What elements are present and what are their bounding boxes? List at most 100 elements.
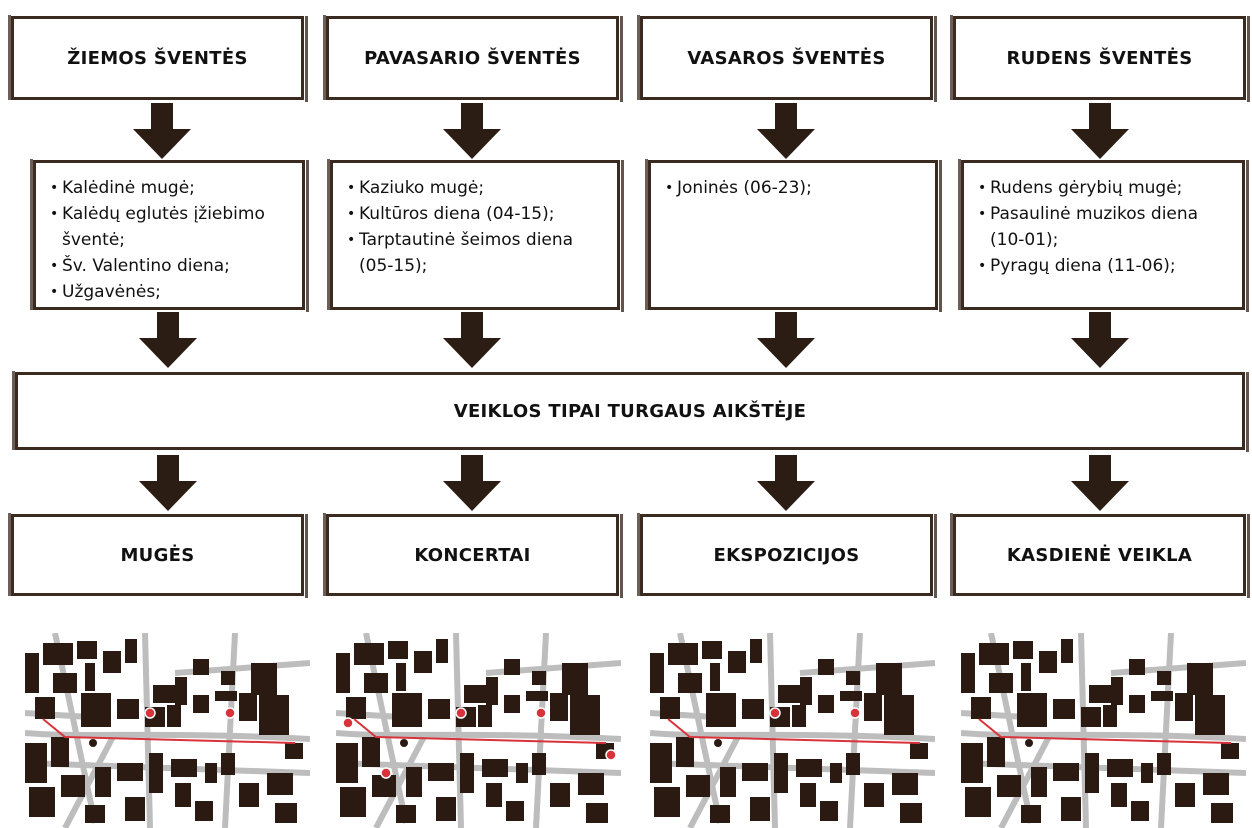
building-block <box>205 763 217 783</box>
building-block <box>997 775 1021 797</box>
building-block <box>562 663 588 695</box>
holiday-list-summer: Joninės (06-23); <box>645 159 942 312</box>
street-line <box>998 731 1054 828</box>
building-block <box>750 797 770 821</box>
event-zone-outline <box>42 718 296 744</box>
no-entry-sign-icon <box>342 717 354 729</box>
list-item: Šv. Valentino diena; <box>50 253 292 279</box>
building-block <box>221 753 235 775</box>
activity-label: KONCERTAI <box>414 544 531 566</box>
street-line <box>222 633 238 828</box>
building-block <box>516 763 528 783</box>
season-title: VASAROS ŠVENTĖS <box>687 47 886 69</box>
holiday-list-autumn: Rudens gėrybių mugė; Pasaulinė muzikos d… <box>958 159 1249 312</box>
building-block <box>578 773 604 795</box>
season-header-spring: PAVASARIO ŠVENTĖS <box>323 15 623 102</box>
building-block <box>506 801 524 821</box>
building-block <box>1039 651 1057 673</box>
building-block <box>820 801 838 821</box>
building-block <box>85 663 95 691</box>
no-entry-sign-icon <box>144 707 156 719</box>
activity-box-koncertai: KONCERTAI <box>323 513 623 598</box>
building-block <box>175 677 187 705</box>
building-block <box>193 695 209 713</box>
building-block <box>818 659 834 675</box>
building-block <box>346 697 366 719</box>
building-block <box>1141 763 1153 783</box>
list-item: Tarptautinė šeimos diena (05-15); <box>347 227 607 279</box>
building-block <box>702 641 722 659</box>
down-arrow-icon <box>1071 312 1129 368</box>
street-line <box>373 731 429 828</box>
building-block <box>364 673 388 693</box>
building-block <box>51 737 69 767</box>
building-block <box>81 693 111 727</box>
building-block <box>774 753 788 793</box>
building-block <box>1013 641 1033 659</box>
list-item: Kalėdų eglutės įžiebimo šventė; <box>50 201 292 253</box>
building-block <box>989 673 1013 693</box>
building-block <box>1151 691 1173 701</box>
building-block <box>526 691 548 701</box>
building-block <box>29 787 55 817</box>
list-item: Pasaulinė muzikos diena (10-01); <box>978 201 1232 253</box>
building-block <box>742 763 768 781</box>
building-block <box>396 805 416 823</box>
building-block <box>251 663 277 695</box>
building-block <box>372 775 396 797</box>
building-block <box>1031 767 1047 797</box>
down-arrow-icon <box>1071 103 1129 159</box>
down-arrow-icon <box>133 103 191 159</box>
building-block <box>486 677 498 705</box>
street-line <box>650 730 935 742</box>
street-line <box>1078 633 1089 828</box>
no-entry-sign-icon <box>605 749 617 761</box>
building-block <box>336 743 358 783</box>
activity-types-box: VEIKLOS TIPAI TURGAUS AIKŠTĖJE <box>12 371 1249 452</box>
building-block <box>464 685 486 703</box>
activity-box-kasdiene-veikla: KASDIENĖ VEIKLA <box>950 513 1250 598</box>
down-arrow-icon <box>139 312 197 368</box>
building-block <box>482 759 508 777</box>
street-line <box>533 633 549 828</box>
building-block <box>436 639 448 663</box>
building-block <box>676 737 694 767</box>
street-line <box>767 633 778 828</box>
event-zone-outline <box>353 718 607 744</box>
building-block <box>239 693 257 721</box>
monument-marker <box>400 739 408 747</box>
building-block <box>650 653 664 693</box>
building-block <box>77 641 97 659</box>
building-block <box>910 743 928 759</box>
building-block <box>710 805 730 823</box>
map-drawing <box>961 633 1246 828</box>
building-block <box>428 699 450 719</box>
street-line <box>847 633 863 828</box>
list-item: Kultūros diena (04-15); <box>347 201 607 227</box>
building-block <box>840 691 862 701</box>
building-block <box>259 695 289 735</box>
building-block <box>175 783 191 807</box>
down-arrow-icon <box>139 455 197 511</box>
building-block <box>961 743 983 783</box>
building-block <box>195 801 213 821</box>
building-block <box>710 663 720 691</box>
building-block <box>678 673 702 693</box>
building-block <box>961 653 975 693</box>
building-block <box>103 651 121 673</box>
building-block <box>1103 705 1117 727</box>
activity-box-muges: MUGĖS <box>8 513 308 598</box>
site-map-kasdiene-veikla <box>961 633 1246 828</box>
activity-label: MUGĖS <box>120 544 195 566</box>
building-block <box>406 767 422 797</box>
season-title: ŽIEMOS ŠVENTĖS <box>67 47 248 69</box>
building-block <box>362 737 380 767</box>
building-block <box>215 691 237 701</box>
list-item: Užgavėnės; <box>50 279 292 305</box>
building-block <box>25 653 39 693</box>
street-line <box>961 760 1246 776</box>
building-block <box>864 693 882 721</box>
building-block <box>1111 783 1127 807</box>
building-block <box>892 773 918 795</box>
monument-marker <box>1025 739 1033 747</box>
